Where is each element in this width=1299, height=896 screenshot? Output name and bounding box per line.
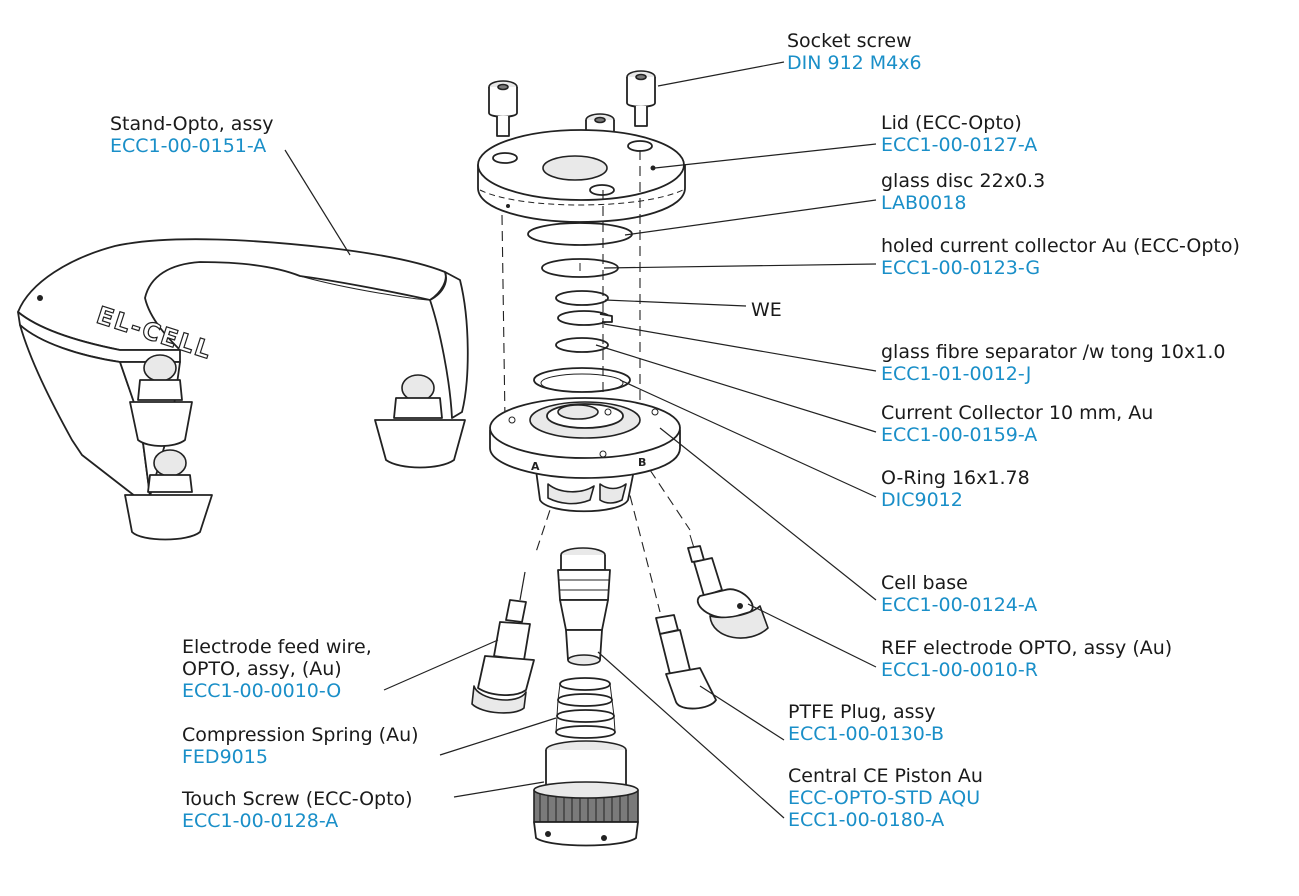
separator-code: ECC1-01-0012-J [881, 363, 1031, 385]
port-b-marking: B [638, 456, 646, 469]
feed-wire-code: ECC1-00-0010-O [182, 680, 341, 702]
callout-we: WE [751, 299, 782, 321]
ptfe-plug-label: PTFE Plug, assy [788, 701, 936, 723]
cell-base-code: ECC1-00-0124-A [881, 594, 1037, 616]
callout-o-ring: O-Ring 16x1.78 DIC9012 [881, 467, 1030, 511]
stand-opto-part: EL-CELL [17, 238, 469, 541]
callout-ref-electrode: REF electrode OPTO, assy (Au) ECC1-00-00… [881, 637, 1172, 681]
ref-electrode-part [687, 534, 769, 639]
feed-wire-label-line1: Electrode feed wire, [182, 636, 372, 658]
ptfe-plug-part [655, 614, 717, 710]
ref-electrode-label: REF electrode OPTO, assy (Au) [881, 637, 1172, 659]
callout-glass-disc: glass disc 22x0.3 LAB0018 [881, 170, 1045, 214]
touch-screw-part [533, 740, 639, 847]
lid-label: Lid (ECC-Opto) [881, 112, 1022, 134]
spring-label: Compression Spring (Au) [182, 724, 419, 746]
callout-separator: glass fibre separator /w tong 10x1.0 ECC… [881, 341, 1225, 385]
touch-screw-label: Touch Screw (ECC-Opto) [181, 788, 413, 810]
separator-label: glass fibre separator /w tong 10x1.0 [881, 341, 1225, 363]
socket-screw-right [626, 70, 656, 127]
spring-code: FED9015 [182, 746, 268, 768]
callout-spring: Compression Spring (Au) FED9015 [182, 724, 419, 768]
socket-screw-label: Socket screw [787, 30, 912, 52]
callout-piston: Central CE Piston Au ECC-OPTO-STD AQU EC… [788, 765, 983, 831]
piston-label: Central CE Piston Au [788, 765, 983, 787]
holed-collector-label: holed current collector Au (ECC-Opto) [881, 235, 1240, 257]
callout-current-collector: Current Collector 10 mm, Au ECC1-00-0159… [881, 402, 1153, 446]
callout-stand-opto: Stand-Opto, assy ECC1-00-0151-A [110, 113, 274, 157]
callout-socket-screw: Socket screw DIN 912 M4x6 [787, 30, 922, 74]
stand-opto-label: Stand-Opto, assy [110, 113, 274, 135]
stand-foot-right [374, 374, 466, 469]
current-collector-label: Current Collector 10 mm, Au [881, 402, 1153, 424]
touch-screw-code: ECC1-00-0128-A [182, 810, 338, 832]
callout-cell-base: Cell base ECC1-00-0124-A [881, 572, 1037, 616]
glass-disc-part [527, 222, 633, 246]
callout-feed-wire: Electrode feed wire, OPTO, assy, (Au) EC… [182, 636, 372, 702]
stand-opto-code: ECC1-00-0151-A [110, 135, 266, 157]
cell-base-label: Cell base [881, 572, 968, 594]
separator-part [557, 310, 613, 326]
ptfe-plug-code: ECC1-00-0130-B [788, 723, 944, 745]
callout-ptfe-plug: PTFE Plug, assy ECC1-00-0130-B [788, 701, 944, 745]
we-part [555, 290, 609, 306]
socket-screw-code: DIN 912 M4x6 [787, 52, 922, 74]
current-collector-part [555, 337, 609, 353]
assembly-axes [501, 150, 691, 613]
piston-part [557, 547, 611, 666]
feed-wire-label-line2: OPTO, assy, (Au) [182, 658, 342, 680]
leader-lines [284, 61, 877, 819]
glass-disc-label: glass disc 22x0.3 [881, 170, 1045, 192]
o-ring-code: DIC9012 [881, 489, 963, 511]
glass-disc-code: LAB0018 [881, 192, 966, 214]
o-ring-part [533, 367, 631, 393]
spring-part [555, 677, 616, 739]
feed-wire-part [471, 571, 535, 714]
lid-part [477, 129, 686, 223]
callout-touch-screw: Touch Screw (ECC-Opto) ECC1-00-0128-A [181, 788, 413, 832]
o-ring-label: O-Ring 16x1.78 [881, 467, 1030, 489]
port-a-marking: A [531, 460, 540, 473]
we-label: WE [751, 299, 782, 321]
piston-code-line1: ECC-OPTO-STD AQU [788, 787, 980, 809]
callout-lid: Lid (ECC-Opto) ECC1-00-0127-A [881, 112, 1037, 156]
holed-collector-code: ECC1-00-0123-G [881, 257, 1040, 279]
socket-screw-left [488, 80, 518, 137]
stand-foot-lower [124, 449, 213, 541]
stand-foot-upper [129, 354, 193, 447]
lid-code: ECC1-00-0127-A [881, 134, 1037, 156]
callout-holed-collector: holed current collector Au (ECC-Opto) EC… [881, 235, 1240, 279]
cell-base-part: A B [489, 397, 681, 513]
current-collector-code: ECC1-00-0159-A [881, 424, 1037, 446]
piston-code-line2: ECC1-00-0180-A [788, 809, 944, 831]
ref-electrode-code: ECC1-00-0010-R [881, 659, 1038, 681]
